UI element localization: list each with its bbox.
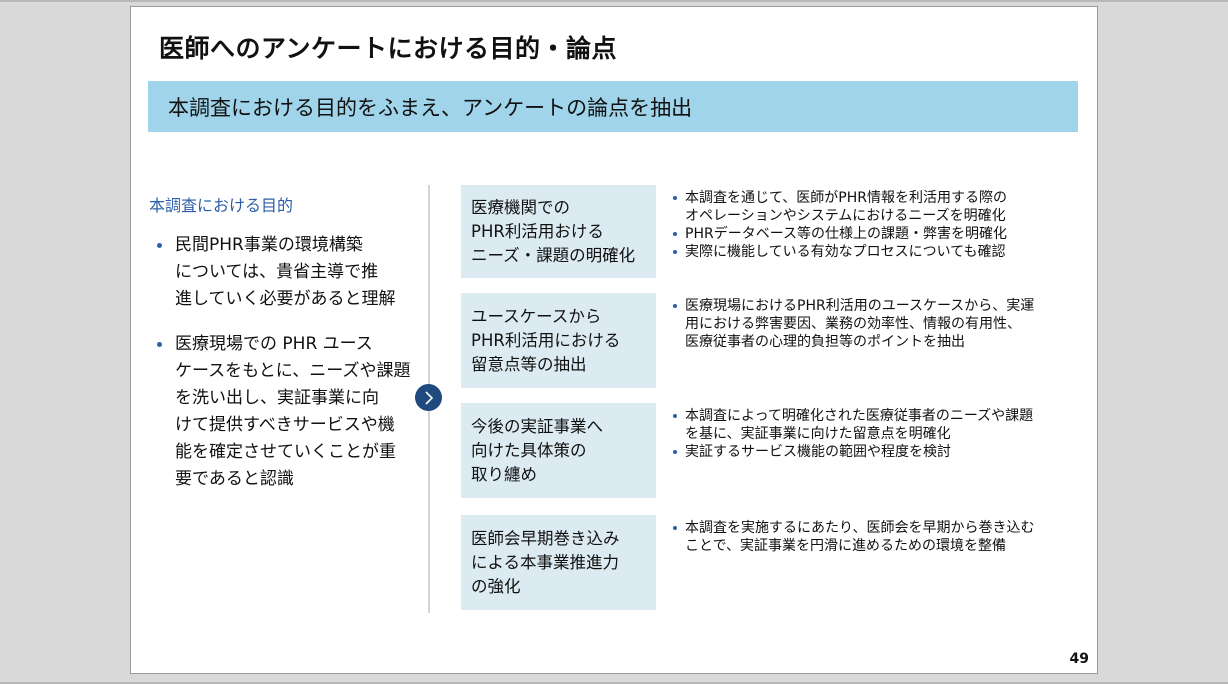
point-bullets: 本調査を通じて、医師がPHR情報を利活用する際の オペレーションやシステムにおけ… xyxy=(671,189,1091,261)
slide-title: 医師へのアンケートにおける目的・論点 xyxy=(159,34,618,63)
point-bullets: 本調査によって明確化された医療従事者のニーズや課題 を基に、実証事業に向けた留意… xyxy=(671,407,1091,461)
point-bullet: 実証するサービス機能の範囲や程度を検討 xyxy=(671,443,1091,461)
label-line: 医療機関での xyxy=(471,197,570,217)
bullet-line: ことで、実証事業を円滑に進めるための環境を整備 xyxy=(685,538,1007,554)
bullet-line: 要であると認識 xyxy=(175,469,294,489)
bullet-line: 医療現場での PHR ユース xyxy=(175,334,373,354)
summary-banner: 本調査における目的をふまえ、アンケートの論点を抽出 xyxy=(148,81,1078,132)
point-bullet: 実際に機能している有効なプロセスについても確認 xyxy=(671,243,1091,261)
point-bullet: 本調査を通じて、医師がPHR情報を利活用する際の オペレーションやシステムにおけ… xyxy=(671,189,1091,225)
bullet-dot-icon xyxy=(673,250,677,254)
bullet-line: 用における弊害要因、業務の効率性、情報の有用性、 xyxy=(685,316,1021,332)
purpose-bullet-list: 民間PHR事業の環境構築 については、貴省主導で推 進していく必要があると理解 … xyxy=(149,232,411,493)
bullet-line: 本調査を通じて、医師がPHR情報を利活用する際の xyxy=(685,190,1007,206)
label-line: の強化 xyxy=(471,576,521,596)
bullet-line: ケースをもとに、ニーズや課題 xyxy=(175,361,411,381)
bullet-line: を洗い出し、実証事業に向 xyxy=(175,388,379,408)
banner-text: 本調査における目的をふまえ、アンケートの論点を抽出 xyxy=(168,95,693,120)
label-line: 今後の実証事業へ xyxy=(471,416,603,436)
bullet-line: 実証するサービス機能の範囲や程度を検討 xyxy=(685,444,951,460)
purpose-bullet: 医療現場での PHR ユース ケースをもとに、ニーズや課題 を洗い出し、実証事業… xyxy=(149,331,411,493)
bullet-dot-icon xyxy=(673,450,677,454)
label-line: 取り纏め xyxy=(471,464,537,484)
label-line: ユースケースから xyxy=(471,306,602,326)
bullet-line: 本調査を実施するにあたり、医師会を早期から巻き込む xyxy=(685,520,1035,536)
label-line: による本事業推進力 xyxy=(471,552,620,572)
bullet-dot-icon xyxy=(673,414,677,418)
window-bottom-border xyxy=(0,682,1228,684)
bullet-dot-icon xyxy=(673,196,677,200)
slide: 医師へのアンケートにおける目的・論点 本調査における目的をふまえ、アンケートの論… xyxy=(130,6,1098,674)
bullet-line: 能を確定させていくことが重 xyxy=(175,442,396,462)
bullet-line: 本調査によって明確化された医療従事者のニーズや課題 xyxy=(685,408,1034,424)
bullet-line: PHRデータベース等の仕様上の課題・弊害を明確化 xyxy=(685,226,1007,242)
bullet-dot-icon xyxy=(673,304,677,308)
bullet-line: けて提供すべきサービスや機 xyxy=(175,415,395,435)
bullet-line: を基に、実証事業に向けた留意点を明確化 xyxy=(685,426,951,442)
label-line: ニーズ・課題の明確化 xyxy=(471,245,636,265)
purpose-bullet: 民間PHR事業の環境構築 については、貴省主導で推 進していく必要があると理解 xyxy=(149,232,409,313)
bullet-line: 実際に機能している有効なプロセスについても確認 xyxy=(685,244,1006,260)
purpose-heading: 本調査における目的 xyxy=(149,196,294,215)
bullet-line: 医療従事者の心理的負担等のポイントを抽出 xyxy=(685,334,965,350)
point-label: 今後の実証事業へ 向けた具体策の 取り纏め xyxy=(461,403,656,498)
purpose-section: 本調査における目的 民間PHR事業の環境構築 については、貴省主導で推 進してい… xyxy=(149,192,411,511)
bullet-line: 医療現場におけるPHR利活用のユースケースから、実運 xyxy=(685,298,1035,314)
point-label: ユースケースから PHR利活用における 留意点等の抽出 xyxy=(461,293,656,388)
point-bullets: 医療現場におけるPHR利活用のユースケースから、実運 用における弊害要因、業務の… xyxy=(671,297,1091,351)
label-line: PHR利活用における xyxy=(471,330,621,350)
bullet-dot-icon xyxy=(673,232,677,236)
point-bullets: 本調査を実施するにあたり、医師会を早期から巻き込む ことで、実証事業を円滑に進め… xyxy=(671,519,1091,555)
point-bullet: 医療現場におけるPHR利活用のユースケースから、実運 用における弊害要因、業務の… xyxy=(671,297,1091,351)
point-bullet: 本調査によって明確化された医療従事者のニーズや課題 を基に、実証事業に向けた留意… xyxy=(671,407,1091,443)
label-line: 向けた具体策の xyxy=(471,440,587,460)
page-number: 49 xyxy=(1069,651,1089,667)
bullet-line: 進していく必要があると理解 xyxy=(175,289,396,309)
bullet-dot-icon xyxy=(157,243,162,248)
bullet-dot-icon xyxy=(673,526,677,530)
chevron-right-icon xyxy=(415,384,442,411)
window-top-border xyxy=(0,0,1228,2)
label-line: 留意点等の抽出 xyxy=(471,354,587,374)
label-line: 医師会早期巻き込み xyxy=(471,528,620,548)
point-bullet: PHRデータベース等の仕様上の課題・弊害を明確化 xyxy=(671,225,1091,243)
bullet-dot-icon xyxy=(157,342,162,347)
bullet-line: オペレーションやシステムにおけるニーズを明確化 xyxy=(685,208,1006,224)
point-label: 医療機関での PHR利活用おける ニーズ・課題の明確化 xyxy=(461,185,656,278)
label-line: PHR利活用おける xyxy=(471,221,604,241)
bullet-line: については、貴省主導で推 xyxy=(175,262,379,282)
point-label: 医師会早期巻き込み による本事業推進力 の強化 xyxy=(461,515,656,610)
bullet-line: 民間PHR事業の環境構築 xyxy=(175,235,363,255)
point-bullet: 本調査を実施するにあたり、医師会を早期から巻き込む ことで、実証事業を円滑に進め… xyxy=(671,519,1091,555)
